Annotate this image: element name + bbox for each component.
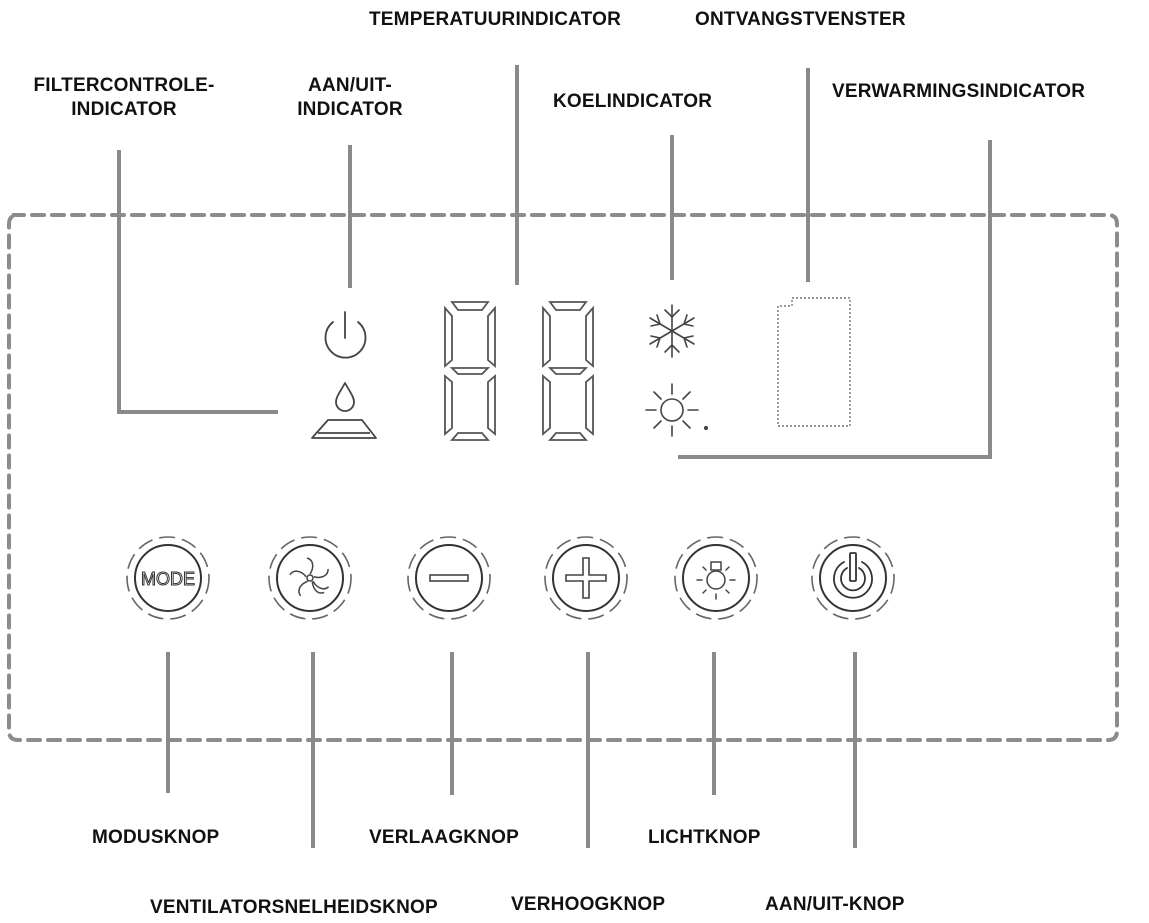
temperature-display	[444, 301, 594, 441]
label-filter-check-indicator: FILTERCONTROLE- INDICATOR	[33, 75, 215, 120]
label-increase-button: VERHOOGKNOP	[511, 894, 666, 915]
mode-button-label: MODE	[141, 569, 195, 589]
light-button[interactable]	[674, 536, 758, 620]
panel-outline	[7, 213, 1119, 742]
snowflake-icon	[649, 304, 695, 358]
minus-icon	[429, 574, 469, 582]
power-button[interactable]	[811, 536, 895, 620]
label-power-indicator: AAN/UIT- INDICATOR	[297, 75, 403, 120]
sun-icon	[645, 383, 709, 437]
label-temperature-indicator: TEMPERATUURINDICATOR	[369, 9, 622, 30]
digit-1	[444, 301, 496, 441]
water-drop-icon	[311, 382, 377, 439]
label-light-button: LICHTKNOP	[648, 827, 761, 848]
label-power-button: AAN/UIT-KNOP	[765, 894, 905, 915]
plus-icon	[565, 557, 607, 599]
label-decrease-button: VERLAAGKNOP	[369, 827, 519, 848]
power-icon	[324, 311, 367, 359]
light-bulb-icon	[696, 561, 736, 600]
label-heating-indicator: VERWARMINGSINDICATOR	[832, 81, 1086, 102]
fan-speed-button[interactable]	[268, 536, 352, 620]
power-button-icon	[833, 552, 873, 599]
fan-icon	[289, 557, 330, 597]
label-receiver-window: ONTVANGSTVENSTER	[695, 9, 906, 30]
leader-line-filter	[117, 150, 278, 414]
receiver-window	[777, 297, 851, 427]
label-mode-button: MODUSKNOP	[92, 827, 220, 848]
decrease-button[interactable]	[407, 536, 491, 620]
label-cooling-indicator: KOELINDICATOR	[553, 91, 713, 112]
mode-button[interactable]: MODE	[126, 536, 210, 620]
increase-button[interactable]	[544, 536, 628, 620]
leader-lines	[117, 65, 992, 848]
leader-line-heating	[678, 140, 992, 459]
digit-2	[542, 301, 594, 441]
label-fan-speed-button: VENTILATORSNELHEIDSKNOP	[150, 897, 438, 918]
